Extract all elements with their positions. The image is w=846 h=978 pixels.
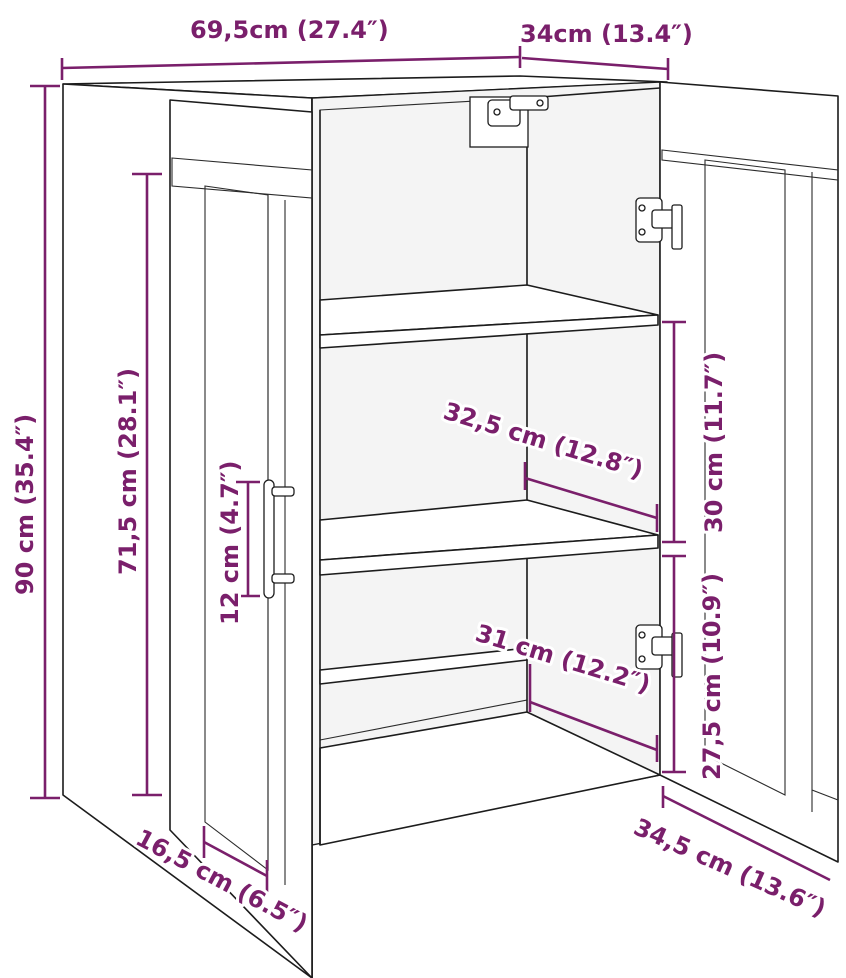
hinge-upper-right-icon <box>635 197 683 250</box>
shelf-gap-lower-label: 27,5 cm (10.9″) <box>698 573 726 780</box>
shelves <box>319 284 659 685</box>
width-label: 69,5cm (27.4″) <box>190 16 389 44</box>
right-door <box>659 81 839 863</box>
handle-length-label: 12 cm (4.7″) <box>216 460 244 625</box>
door-height-label: 71,5 cm (28.1″) <box>114 368 142 575</box>
shelf-gap-upper-label: 30 cm (11.7″) <box>700 352 728 533</box>
depth-top-label: 34cm (13.4″) <box>520 20 693 48</box>
right-door-inset <box>704 159 786 796</box>
dimension-lines <box>30 46 831 892</box>
right-door-panel <box>659 81 839 863</box>
hinge-top-icon <box>469 95 549 148</box>
total-height-label: 90 cm (35.4″) <box>11 414 39 595</box>
shelf-lower <box>319 647 528 685</box>
door-handle-icon <box>263 479 295 599</box>
